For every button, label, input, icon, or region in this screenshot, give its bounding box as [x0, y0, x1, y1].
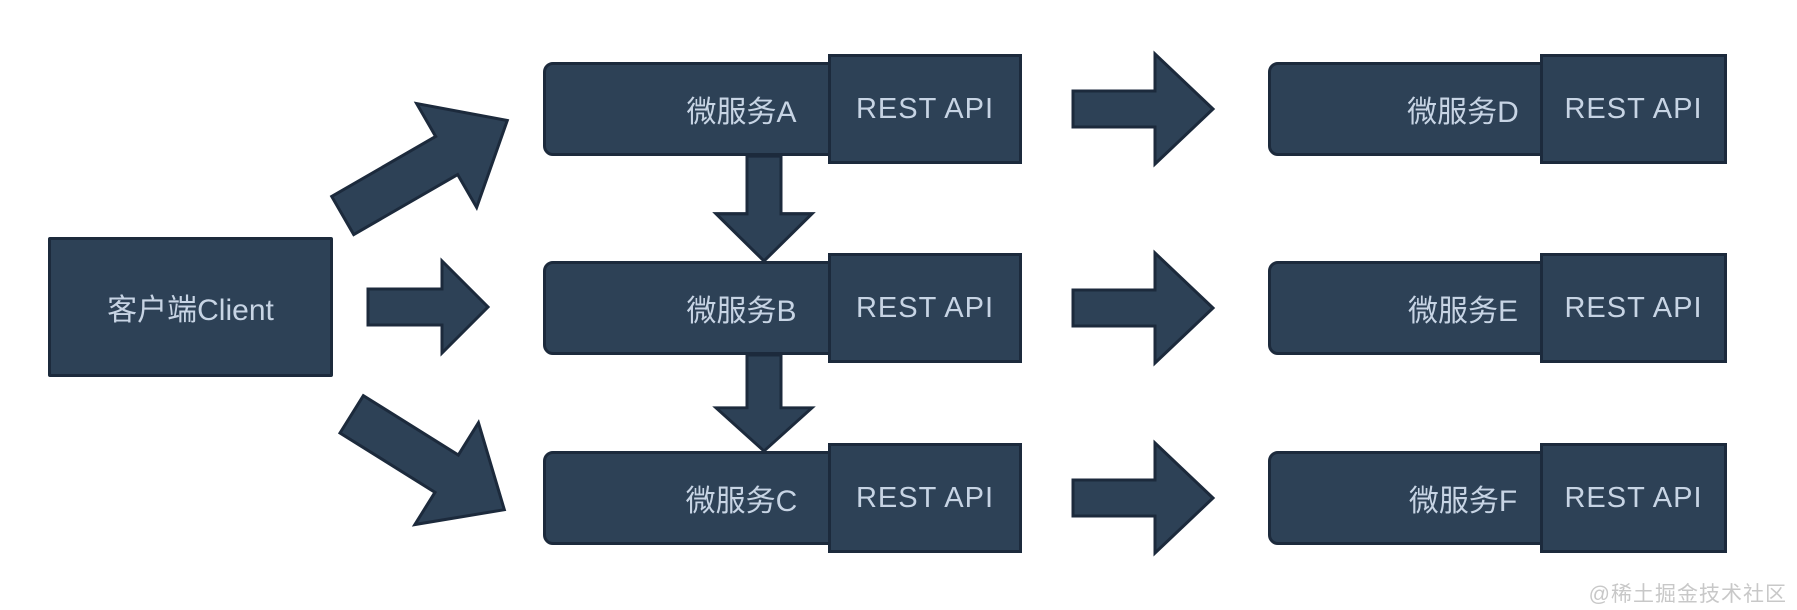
arrow-service-b-to-service-c — [712, 353, 816, 453]
arrow-service-b-to-service-e — [1071, 244, 1216, 372]
service-b-label: 微服务B — [686, 295, 797, 328]
service-d-label: 微服务D — [1407, 96, 1519, 129]
service-e-label: 微服务E — [1407, 295, 1518, 328]
client-box: 客户端Client — [48, 237, 333, 377]
service-a-group: 微服务A REST API — [543, 54, 1022, 164]
service-c-rest-api-box: REST API — [828, 443, 1022, 553]
arrow-service-a-to-service-d — [1071, 45, 1216, 173]
service-f-label: 微服务F — [1408, 485, 1518, 518]
arrow-client-to-service-c — [319, 362, 537, 563]
service-b-rest-api-box: REST API — [828, 253, 1022, 363]
arrow-service-c-to-service-f — [1071, 434, 1216, 562]
service-e-group: 微服务E REST API — [1268, 253, 1747, 363]
arrow-service-a-to-service-b — [712, 154, 816, 264]
service-a-label: 微服务A — [686, 96, 797, 129]
arrow-client-to-service-a — [312, 67, 539, 269]
service-d-rest-api-label: REST API — [1564, 92, 1703, 125]
service-e-rest-api-box: REST API — [1540, 253, 1727, 363]
service-d-group: 微服务D REST API — [1268, 54, 1747, 164]
service-f-group: 微服务F REST API — [1268, 443, 1747, 553]
watermark-text: @稀土掘金技术社区 — [1588, 583, 1787, 606]
service-c-label: 微服务C — [685, 485, 798, 518]
client-label: 客户端Client — [107, 294, 274, 327]
service-b-group: 微服务B REST API — [543, 253, 1022, 363]
service-b-rest-api-label: REST API — [855, 291, 995, 324]
service-a-rest-api-box: REST API — [828, 54, 1022, 164]
service-d-rest-api-box: REST API — [1540, 54, 1727, 164]
service-c-group: 微服务C REST API — [543, 443, 1022, 553]
arrow-client-to-service-b — [366, 257, 491, 357]
service-f-rest-api-box: REST API — [1540, 443, 1727, 553]
service-e-rest-api-label: REST API — [1564, 291, 1703, 324]
service-a-rest-api-label: REST API — [855, 92, 995, 125]
service-f-rest-api-label: REST API — [1564, 481, 1703, 514]
service-c-rest-api-label: REST API — [855, 481, 995, 514]
